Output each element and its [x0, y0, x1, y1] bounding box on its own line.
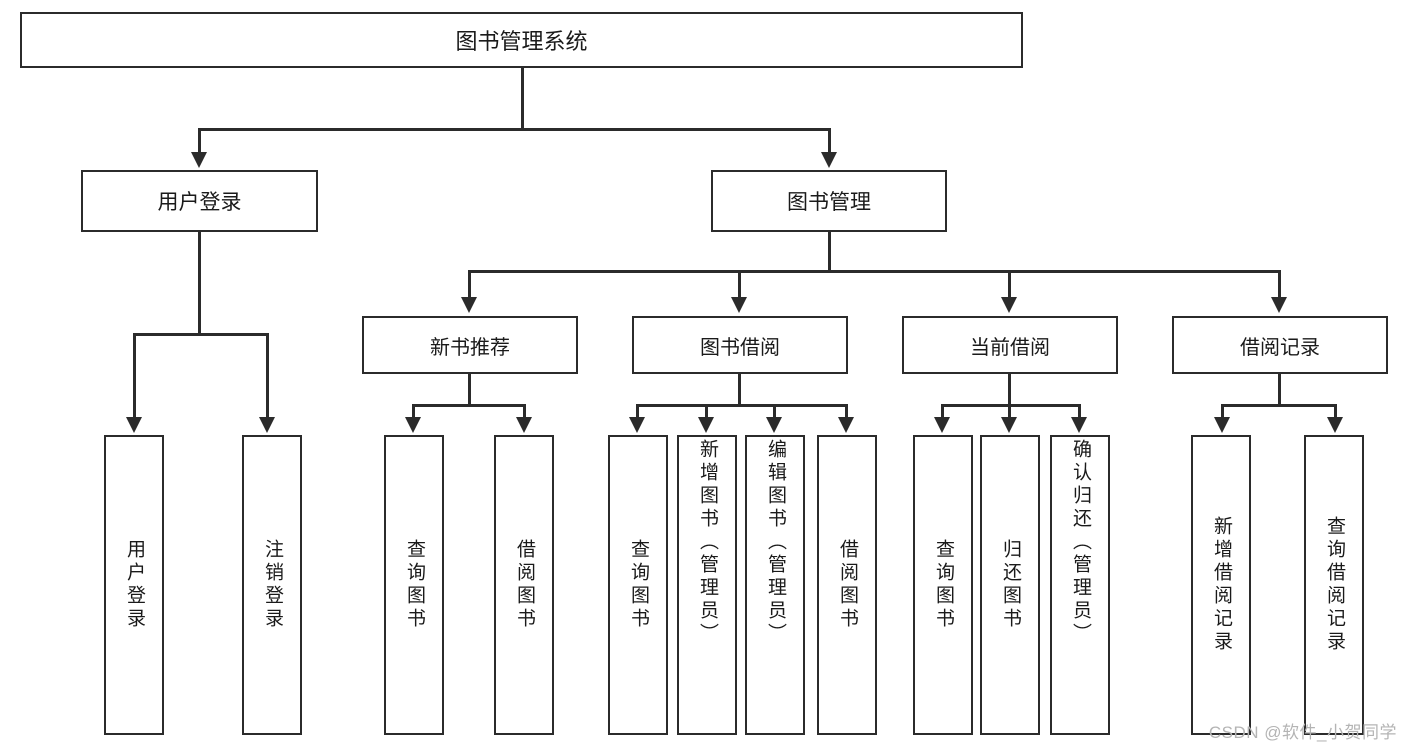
connector-bookborrow-stem	[738, 374, 741, 406]
leaf-current-borrow-return[interactable]: 归还图书	[980, 435, 1040, 735]
connector-currentborrow-bus	[941, 404, 1081, 407]
arrow-bookmgmt-to-group-0	[461, 297, 477, 313]
arrow-bookmgmt-to-group-3	[1271, 297, 1287, 313]
connector-borrowrecord-bus	[1221, 404, 1337, 407]
node-label: 新书推荐	[430, 336, 510, 359]
leaf-book-borrow-add[interactable]: 新增图书（管理员）	[677, 435, 737, 735]
leaf-current-borrow-query[interactable]: 查询图书	[913, 435, 973, 735]
leaf-label: 查询图书	[627, 539, 649, 631]
arrow-bookborrow-to-leaf-1	[698, 417, 714, 433]
leaf-book-borrow-lend[interactable]: 借阅图书	[817, 435, 877, 735]
connector-root-to-bookmgmt	[828, 128, 831, 153]
arrow-borrowrecord-to-leaf-1	[1327, 417, 1343, 433]
connector-borrowrecord-to-leaf-0	[1221, 404, 1224, 418]
connector-userlogin-to-leaf-0	[133, 333, 136, 418]
arrow-bookborrow-to-leaf-2	[766, 417, 782, 433]
leaf-label: 归还图书	[999, 539, 1021, 631]
connector-bookmgmt-to-group-2	[1008, 270, 1011, 298]
arrow-bookborrow-to-leaf-3	[838, 417, 854, 433]
connector-root-stem	[521, 68, 524, 130]
arrow-newbook-to-leaf-0	[405, 417, 421, 433]
node-label: 用户登录	[157, 191, 242, 214]
arrow-newbook-to-leaf-1	[516, 417, 532, 433]
connector-userlogin-to-leaf-1	[266, 333, 269, 418]
arrow-bookmgmt-to-group-1	[731, 297, 747, 313]
leaf-label: 查询借阅记录	[1323, 516, 1345, 654]
leaf-label: 借阅图书	[836, 539, 858, 631]
leaf-borrow-record-query[interactable]: 查询借阅记录	[1304, 435, 1364, 735]
arrow-root-to-bookmgmt	[821, 152, 837, 168]
connector-newbook-to-leaf-0	[412, 404, 415, 418]
arrow-userlogin-to-leaf-0	[126, 417, 142, 433]
node-label: 图书管理	[787, 191, 871, 214]
arrow-bookborrow-to-leaf-0	[629, 417, 645, 433]
connector-root-bus	[198, 128, 831, 131]
leaf-label: 借阅图书	[513, 539, 535, 631]
connector-userlogin-bus	[133, 333, 269, 336]
arrow-currentborrow-to-leaf-2	[1071, 417, 1087, 433]
csdn-watermark: CSDN @软件_小贺同学	[1208, 723, 1397, 742]
arrow-root-to-userlogin	[191, 152, 207, 168]
connector-newbook-stem	[468, 374, 471, 406]
arrow-currentborrow-to-leaf-1	[1001, 417, 1017, 433]
node-group-new-book[interactable]: 新书推荐	[362, 316, 578, 374]
leaf-label: 注销登录	[261, 539, 283, 631]
connector-newbook-to-leaf-1	[523, 404, 526, 418]
leaf-new-book-borrow[interactable]: 借阅图书	[494, 435, 554, 735]
node-label: 当前借阅	[970, 336, 1050, 359]
node-group-current-borrow[interactable]: 当前借阅	[902, 316, 1118, 374]
connector-bookborrow-to-leaf-1	[705, 404, 708, 418]
leaf-label: 查询图书	[403, 539, 425, 631]
leaf-current-borrow-confirm[interactable]: 确认归还（管理员）	[1050, 435, 1110, 735]
node-group-borrow-record[interactable]: 借阅记录	[1172, 316, 1388, 374]
arrow-currentborrow-to-leaf-0	[934, 417, 950, 433]
connector-root-to-userlogin	[198, 128, 201, 153]
connector-bookborrow-to-leaf-3	[845, 404, 848, 418]
connector-bookmgmt-to-group-1	[738, 270, 741, 298]
leaf-user-login-signout[interactable]: 注销登录	[242, 435, 302, 735]
leaf-borrow-record-add[interactable]: 新增借阅记录	[1191, 435, 1251, 735]
node-book-management[interactable]: 图书管理	[711, 170, 947, 232]
connector-bookmgmt-stem	[828, 232, 831, 272]
node-label: 图书管理系统	[455, 29, 588, 54]
leaf-book-borrow-edit[interactable]: 编辑图书（管理员）	[745, 435, 805, 735]
connector-userlogin-stem	[198, 232, 201, 335]
arrow-userlogin-to-leaf-1	[259, 417, 275, 433]
connector-bookmgmt-bus	[468, 270, 1280, 273]
leaf-book-borrow-query[interactable]: 查询图书	[608, 435, 668, 735]
connector-currentborrow-to-leaf-0	[941, 404, 944, 418]
node-group-book-borrow[interactable]: 图书借阅	[632, 316, 848, 374]
leaf-label: 查询图书	[932, 539, 954, 631]
leaf-label: 用户登录	[123, 539, 145, 631]
leaf-label: 确认归还（管理员）	[1069, 439, 1091, 646]
connector-borrowrecord-to-leaf-1	[1334, 404, 1337, 418]
connector-bookborrow-to-leaf-0	[636, 404, 639, 418]
node-root-system[interactable]: 图书管理系统	[20, 12, 1023, 68]
connector-borrowrecord-stem	[1278, 374, 1281, 406]
connector-bookmgmt-to-group-0	[468, 270, 471, 298]
leaf-label: 编辑图书（管理员）	[764, 439, 786, 646]
connector-currentborrow-to-leaf-2	[1078, 404, 1081, 418]
connector-currentborrow-to-leaf-1	[1008, 404, 1011, 418]
node-label: 借阅记录	[1240, 336, 1320, 359]
connector-bookmgmt-to-group-3	[1278, 270, 1281, 298]
arrow-bookmgmt-to-group-2	[1001, 297, 1017, 313]
node-label: 图书借阅	[700, 336, 780, 359]
leaf-label: 新增借阅记录	[1210, 516, 1232, 654]
arrow-borrowrecord-to-leaf-0	[1214, 417, 1230, 433]
connector-newbook-bus	[412, 404, 526, 407]
leaf-new-book-query[interactable]: 查询图书	[384, 435, 444, 735]
connector-bookborrow-to-leaf-2	[773, 404, 776, 418]
connector-bookborrow-bus	[636, 404, 848, 407]
leaf-label: 新增图书（管理员）	[696, 439, 718, 646]
node-user-login[interactable]: 用户登录	[81, 170, 318, 232]
connector-currentborrow-stem	[1008, 374, 1011, 406]
leaf-user-login-signin[interactable]: 用户登录	[104, 435, 164, 735]
